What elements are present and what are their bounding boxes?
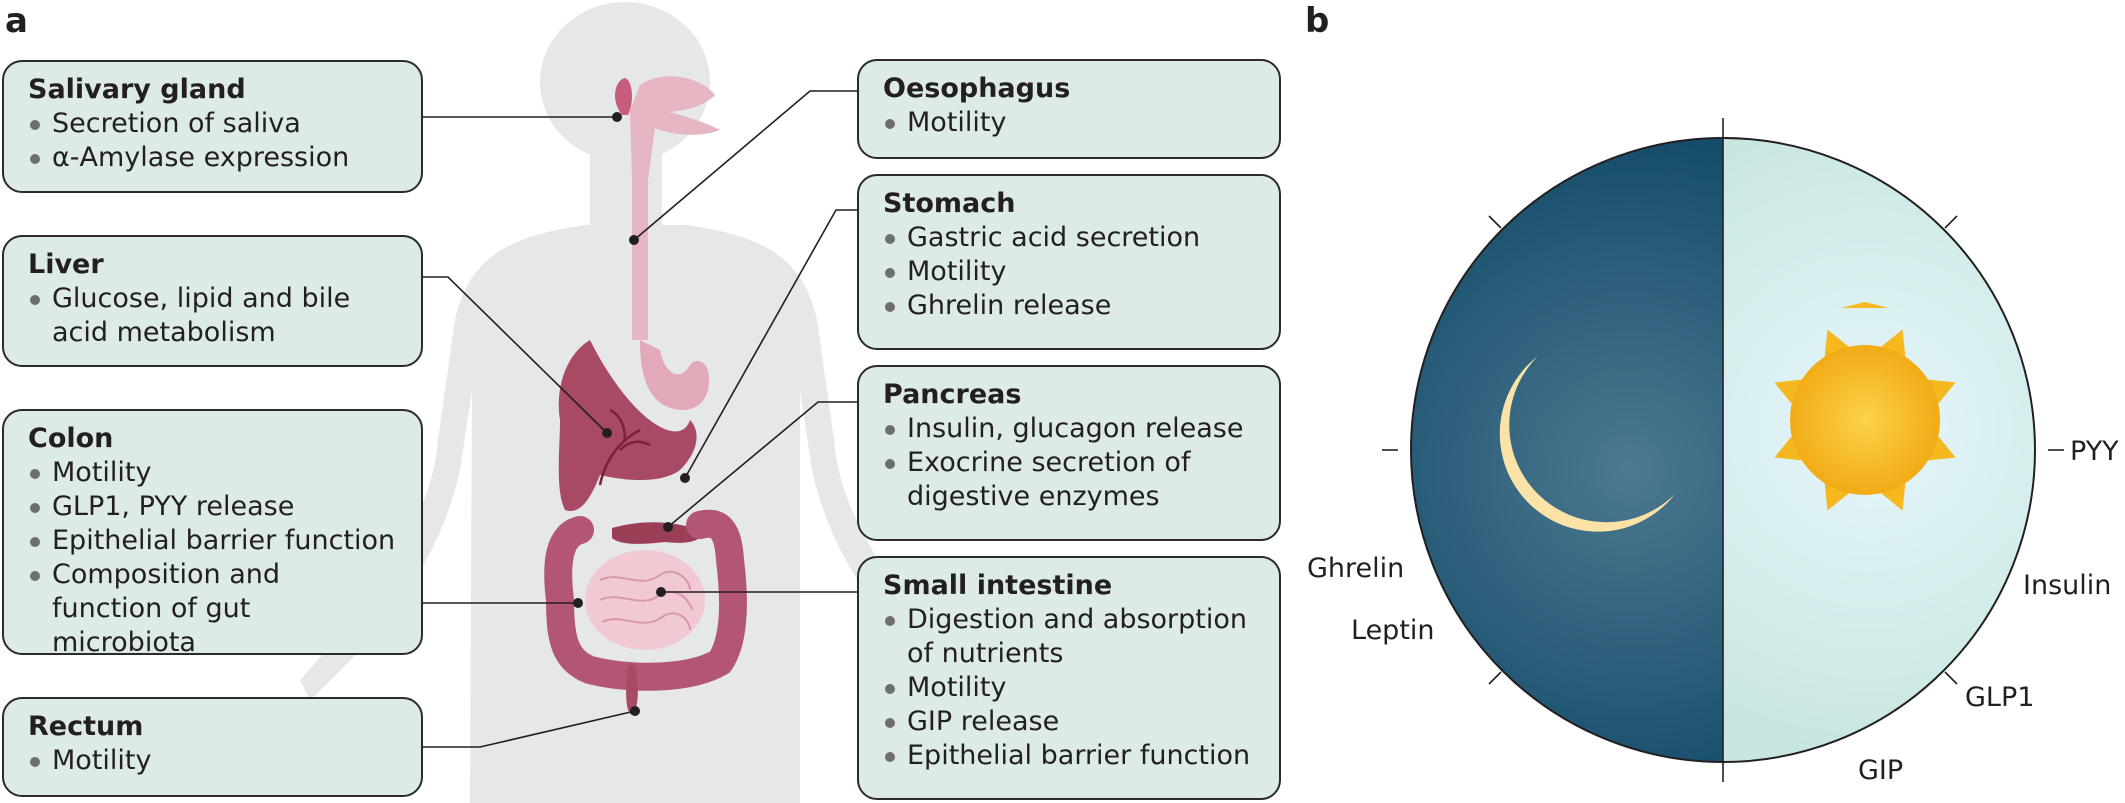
organ-title: Oesophagus xyxy=(883,73,1071,104)
night-half xyxy=(1411,138,1723,762)
stomach-shape xyxy=(640,340,710,410)
leader-lines xyxy=(423,90,857,748)
organ-function: GLP1, PYY release xyxy=(28,490,397,524)
digestive-tract xyxy=(544,76,747,715)
organ-function: Composition and function of gut microbio… xyxy=(28,558,397,660)
organ-box-small-intestine: Small intestine Digestion and absorption… xyxy=(857,556,1281,800)
organ-title: Small intestine xyxy=(883,570,1113,601)
colon-shape xyxy=(544,509,747,691)
organ-box-liver: Liver Glucose, lipid and bile acid metab… xyxy=(2,235,423,367)
leader-dots xyxy=(573,112,690,716)
hormone-label-gip: GIP xyxy=(1858,755,1904,786)
organ-function: Exocrine secretion of digestive enzymes xyxy=(883,446,1255,514)
organ-function: Glucose, lipid and bile acid metabolism xyxy=(28,282,397,350)
organ-function: Ghrelin release xyxy=(883,289,1255,323)
panel-b-label: b xyxy=(1305,1,1330,41)
sun-ray xyxy=(1824,483,1849,511)
hormone-label-pyy: PYY xyxy=(2070,436,2119,467)
organ-box-stomach: Stomach Gastric acid secretion Motility … xyxy=(857,174,1281,350)
sun-ray xyxy=(1824,329,1849,357)
hormone-label-ghrelin: Ghrelin xyxy=(1307,553,1405,584)
sun-ray xyxy=(1774,379,1802,404)
organ-title: Colon xyxy=(28,423,114,454)
hormone-label-insulin: Insulin xyxy=(2023,570,2112,601)
sun-ray xyxy=(1881,329,1906,357)
organ-function: Epithelial barrier function xyxy=(28,524,397,558)
hormone-label-glp1: GLP1 xyxy=(1965,682,2035,713)
organ-function: Digestion and absorption of nutrients xyxy=(883,603,1255,671)
organ-function: Epithelial barrier function xyxy=(883,739,1255,773)
liver-shape xyxy=(558,340,697,511)
organ-function: Motility xyxy=(883,106,1255,140)
organ-function: Gastric acid secretion xyxy=(883,221,1255,255)
organ-title: Liver xyxy=(28,249,104,280)
organ-function: Insulin, glucagon release xyxy=(883,412,1255,446)
organ-function: Motility xyxy=(883,255,1255,289)
organ-box-oesophagus: Oesophagus Motility xyxy=(857,59,1281,159)
oesophagus-shape xyxy=(630,76,720,341)
organ-title: Salivary gland xyxy=(28,74,246,105)
organ-title: Pancreas xyxy=(883,379,1022,410)
sun-ray xyxy=(1881,483,1906,511)
organ-function: Motility xyxy=(28,456,397,490)
organ-function: GIP release xyxy=(883,705,1255,739)
organ-function: Motility xyxy=(883,671,1255,705)
organ-box-pancreas: Pancreas Insulin, glucagon release Exocr… xyxy=(857,365,1281,541)
circadian-clock xyxy=(1382,118,2064,782)
organ-title: Rectum xyxy=(28,711,144,742)
panel-a-label: a xyxy=(5,1,28,41)
hormone-label-leptin: Leptin xyxy=(1351,615,1435,646)
organ-function: Secretion of saliva xyxy=(28,107,397,141)
sun-ray xyxy=(1774,436,1802,461)
organ-title: Stomach xyxy=(883,188,1016,219)
organ-box-colon: Colon Motility GLP1, PYY release Epithel… xyxy=(2,409,423,658)
sun-ray xyxy=(1928,379,1956,404)
organ-box-salivary-gland: Salivary gland Secretion of saliva α-Amy… xyxy=(2,60,423,193)
organ-function: Motility xyxy=(28,744,397,778)
organ-function: α-Amylase expression xyxy=(28,141,397,175)
pancreas-shape xyxy=(612,522,701,544)
salivary-gland-shape xyxy=(614,78,632,115)
sun-icon xyxy=(1774,302,1956,511)
rectum-shape xyxy=(626,665,638,715)
sun-ray xyxy=(1928,436,1956,461)
organ-box-rectum: Rectum Motility xyxy=(2,697,423,797)
